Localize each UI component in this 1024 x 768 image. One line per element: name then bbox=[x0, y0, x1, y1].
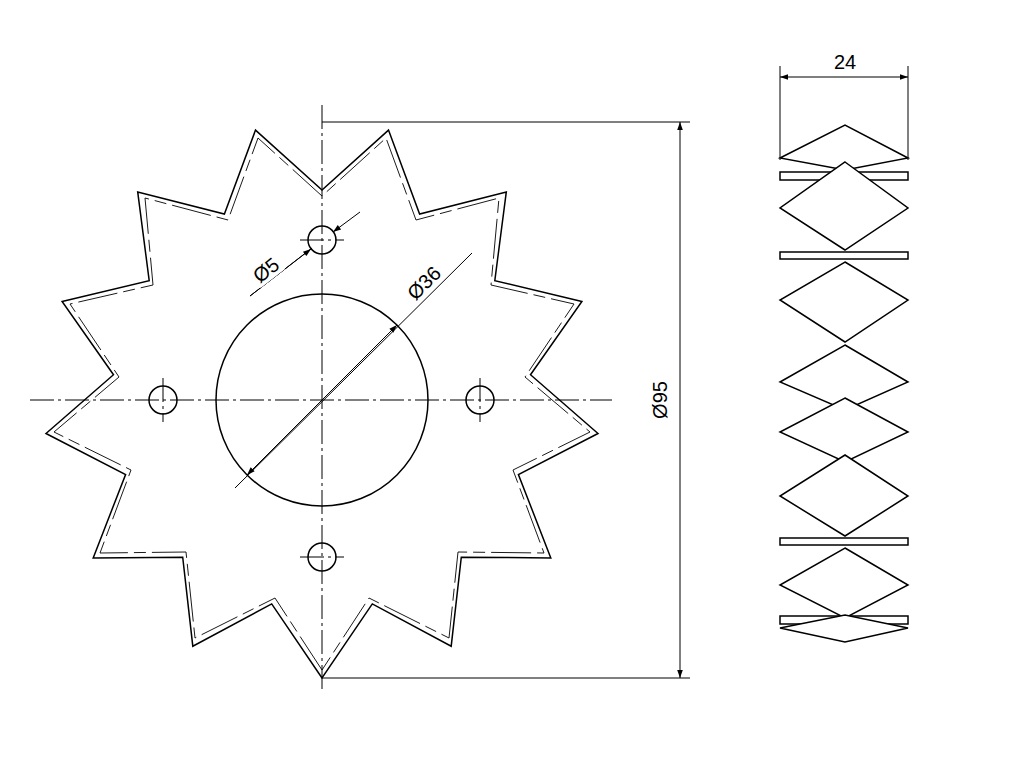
dimension-arrow bbox=[333, 212, 360, 232]
tooth-profile bbox=[780, 262, 908, 342]
tooth-profile bbox=[780, 162, 908, 250]
center-line bbox=[300, 557, 344, 558]
center-lines bbox=[30, 105, 612, 692]
tooth-profile bbox=[780, 548, 908, 618]
dimension-line bbox=[680, 122, 681, 678]
dimension-label: Ø95 bbox=[649, 379, 671, 421]
leader-line bbox=[235, 253, 472, 488]
dimension-line bbox=[247, 325, 397, 475]
extension-line bbox=[780, 66, 781, 160]
center-line bbox=[163, 378, 164, 422]
tooth-profile bbox=[780, 455, 908, 536]
dimension-line bbox=[780, 77, 908, 78]
flange bbox=[780, 252, 908, 259]
flange bbox=[780, 538, 908, 545]
tooth-profile bbox=[780, 615, 908, 642]
dimension-label: 24 bbox=[832, 51, 858, 73]
center-line bbox=[480, 378, 481, 422]
side-view bbox=[780, 125, 908, 642]
center-line bbox=[300, 240, 344, 241]
center-line bbox=[322, 105, 323, 692]
extension-line bbox=[908, 66, 909, 160]
extension-line bbox=[322, 678, 690, 679]
extension-line bbox=[322, 122, 690, 123]
tooth-profile bbox=[780, 398, 908, 462]
dimensions bbox=[235, 66, 908, 678]
